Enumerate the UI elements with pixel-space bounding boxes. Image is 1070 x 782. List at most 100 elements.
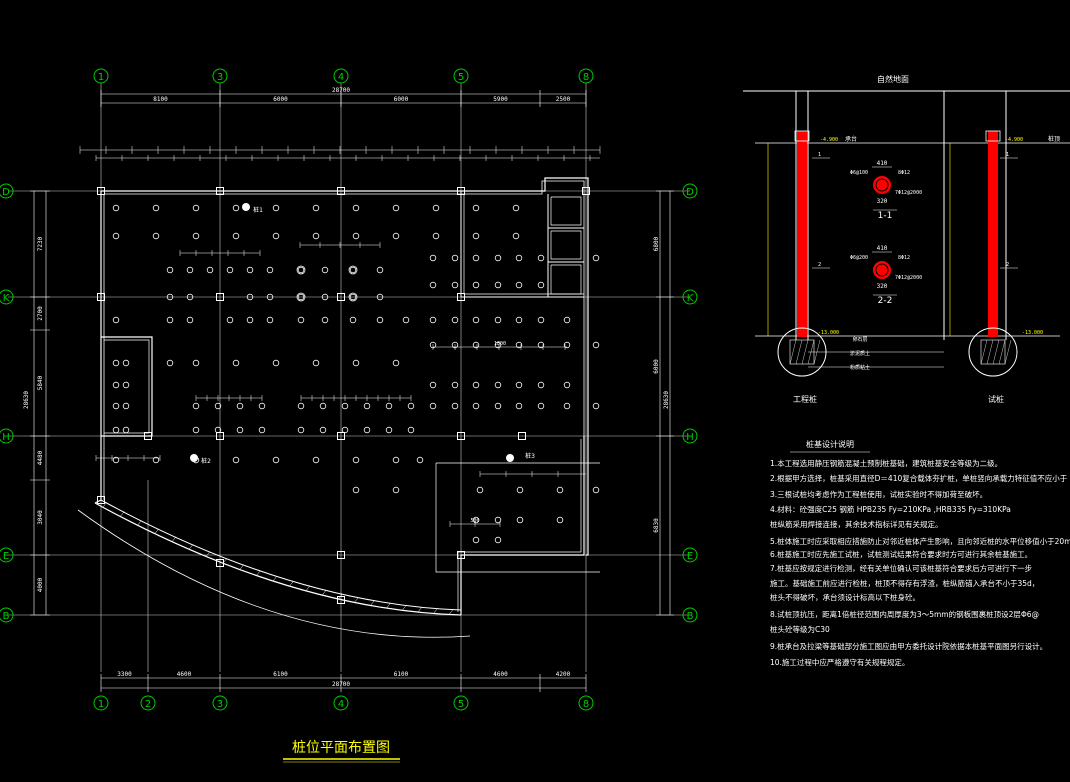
grid-bubble-bottom: 1 — [98, 699, 104, 710]
note-line: 5.桩体施工时应采取相应措施防止对邻近桩体产生影响，且向邻近桩的水平位移值小于2… — [770, 536, 1070, 546]
wall-hatch — [433, 608, 438, 614]
pile-circle — [214, 426, 222, 434]
section-title: 自然地面 — [877, 74, 909, 84]
dim-top-value: 2500 — [556, 96, 571, 103]
note-line: 3.三根试桩均考虑作为工程桩使用，试桩实验时不得加荷至破坏。 — [770, 489, 987, 499]
wall-right-platform — [435, 463, 600, 573]
grid-bubble-right-circle — [682, 607, 698, 623]
grid-bubble-right: D — [686, 187, 694, 198]
pile-circle — [352, 486, 360, 494]
pile-circle — [392, 232, 400, 240]
pile-circle — [321, 293, 329, 301]
pile-circle — [122, 426, 130, 434]
section-level-bottom-left: -13.000 — [818, 330, 839, 336]
wall-hatch — [102, 502, 107, 508]
section-level-top-right: -4.900 — [1005, 137, 1023, 143]
section-mark: 1 — [1006, 152, 1009, 158]
grid-bubble-left: B — [3, 611, 10, 622]
grid-bubble-bottom-circle — [140, 695, 156, 711]
pile-circle — [592, 341, 600, 349]
pile-circle — [515, 341, 523, 349]
pile-circle — [112, 456, 120, 464]
pile-circle — [515, 402, 523, 410]
pile-bulb-hatch — [801, 339, 809, 365]
column-square — [457, 551, 465, 559]
pile-circle — [312, 359, 320, 367]
pile-bulb-left — [777, 327, 827, 377]
wall-hatch — [154, 528, 160, 534]
pile-circle — [319, 426, 327, 434]
pile-circle — [272, 456, 280, 464]
section-cap-label-left: 承台 — [845, 135, 857, 143]
dim-top-value: 5900 — [493, 96, 508, 103]
pile-circle — [563, 341, 571, 349]
pile-circle — [392, 204, 400, 212]
pile-circle — [246, 316, 254, 324]
pile-bulb-right — [968, 327, 1018, 377]
grid-bubble-top-circle — [212, 68, 228, 84]
pile-circle — [472, 254, 480, 262]
column-square — [216, 187, 224, 195]
pile-circle — [258, 402, 266, 410]
column-square — [216, 559, 224, 567]
pile-circle — [515, 254, 523, 262]
pile-bulb-hatch — [998, 339, 1006, 365]
wall-interior-inner — [463, 194, 584, 295]
grid-bubble-right-circle — [682, 183, 698, 199]
pile-circle — [214, 402, 222, 410]
pile-circle — [352, 359, 360, 367]
pile-type-label-left: 工程桩 — [793, 394, 817, 404]
wall-hatch — [205, 551, 211, 557]
note-line: 10.施工过程中应严格遵守有关规程规定。 — [770, 657, 909, 667]
grid-bubble-bottom: 3 — [217, 699, 223, 710]
grid-bubble-top: 3 — [217, 72, 223, 83]
pile-circle — [192, 359, 200, 367]
pile-circle — [232, 456, 240, 464]
pile-circle — [236, 402, 244, 410]
pile-cap-right — [985, 130, 1001, 142]
pile-circle — [192, 232, 200, 240]
dim-right-value: 6000 — [653, 359, 660, 374]
pile-section-red-left — [797, 131, 807, 337]
column-square — [97, 496, 105, 504]
wall-hatch — [401, 605, 407, 611]
grid-bubble-left: H — [2, 432, 10, 443]
pile-circle — [226, 266, 234, 274]
cross-section-diameter: 410 — [877, 245, 888, 252]
pile-circle — [494, 254, 502, 262]
pile-circle — [272, 204, 280, 212]
pile-circle — [537, 281, 545, 289]
pile-circle — [349, 293, 357, 301]
pile-circle — [312, 204, 320, 212]
grid-bubble-left-circle — [0, 183, 14, 199]
section-soil-label: 淤泥质土 — [850, 350, 870, 357]
wall-outline-inner — [104, 180, 585, 552]
dim-left-value: 2700 — [37, 306, 44, 321]
cross-section-stirrup: Φ6@100 — [850, 170, 868, 176]
grid-bubble-bottom-circle — [453, 695, 469, 711]
pile-bulb-hatch — [1004, 339, 1012, 365]
pile-circle — [272, 359, 280, 367]
section-soil-label: 粉质粘土 — [850, 364, 870, 371]
wall-hatch — [370, 600, 375, 606]
pile-circle — [192, 426, 200, 434]
pile-circle — [246, 266, 254, 274]
pile-circle — [166, 316, 174, 324]
pile-circle — [112, 204, 120, 212]
pile-circle — [246, 293, 254, 301]
pile-bulb-core-right — [980, 339, 1006, 365]
note-line: 桩头不得破坏，承台须设计标高以下桩身砼。 — [770, 592, 920, 602]
dim-left-total: 28630 — [23, 391, 30, 409]
column-square — [97, 187, 105, 195]
test-pile-marker — [190, 454, 198, 462]
grid-bubble-top: 5 — [458, 72, 464, 83]
note-line: 桩纵筋采用焊接连接，其余技术指标详见有关规定。 — [770, 519, 943, 529]
dim-left-value: 4000 — [37, 577, 44, 592]
wall-left-room — [101, 336, 153, 437]
grid-bubble-bottom-circle — [212, 695, 228, 711]
column-square — [216, 432, 224, 440]
pile-circle — [112, 426, 120, 434]
wall-hatch — [120, 511, 125, 517]
cross-section-bar: 8Φ12 — [898, 170, 910, 176]
